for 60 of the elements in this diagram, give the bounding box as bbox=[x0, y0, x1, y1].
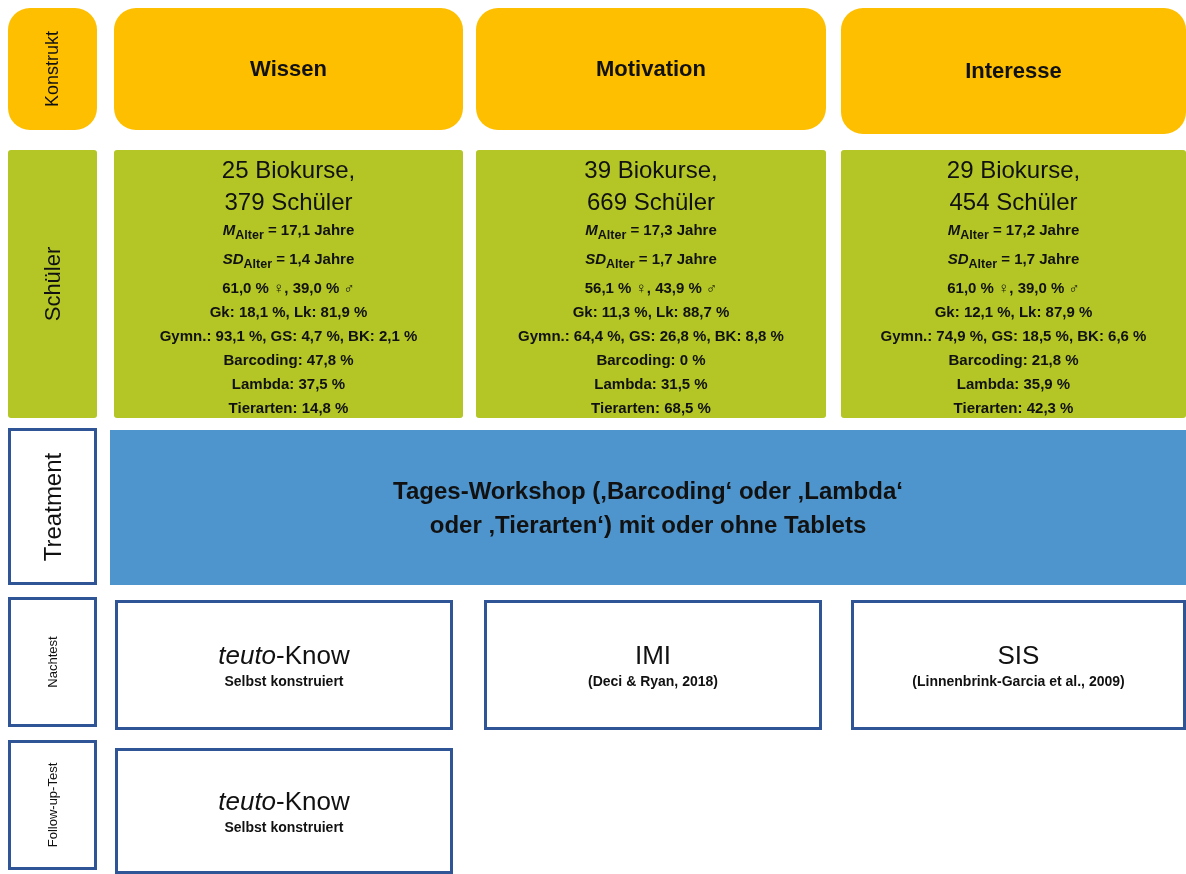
construct-label: Interesse bbox=[965, 58, 1062, 84]
statistic-text: 61,0 % ♀, 39,0 % ♂ bbox=[222, 278, 355, 298]
statistic-text: Lambda: 37,5 % bbox=[231, 374, 346, 394]
test-box bbox=[851, 600, 1186, 730]
statistic-text: Barcoding: 0 % bbox=[596, 350, 706, 370]
statistic-text: Gymn.: 64,4 %, GS: 26,8 %, BK: 8,8 % bbox=[518, 326, 784, 346]
test-box bbox=[115, 748, 453, 874]
statistic-text: M$_{Alter}$ = 17,2 Jahre bbox=[947, 220, 1080, 244]
treatment-text: Tages-Workshop (‚Barcoding‘ oder ‚Lambda‘ oder ‚Tierarten‘) mit oder ohne Tablets bbox=[392, 475, 904, 540]
sample-box bbox=[114, 150, 463, 418]
statistic-text: Gymn.: 93,1 %, GS: 4,7 %, BK: 2,1 % bbox=[159, 326, 418, 346]
treatment-box bbox=[110, 430, 1186, 585]
construct-box bbox=[476, 8, 826, 130]
statistic-text: M$_{Alter}$ = 17,3 Jahre bbox=[585, 220, 717, 244]
statistic-text: 56,1 % ♀, 43,9 % ♂ bbox=[584, 278, 718, 298]
test-box bbox=[115, 600, 453, 730]
statistic-text: M$_{Alter}$ = 17,1 Jahre bbox=[222, 220, 355, 244]
row-label-text: Schüler bbox=[40, 246, 65, 322]
statistic-text: SD$_{Alter}$ = 1,4 Jahre bbox=[222, 249, 355, 273]
sample-box bbox=[841, 150, 1186, 418]
row-label bbox=[8, 428, 97, 585]
row-label bbox=[8, 740, 97, 870]
test-name: teuto-Know bbox=[218, 785, 350, 817]
row-label-text: Follow-up-Test bbox=[45, 761, 60, 850]
statistic-text: Gk: 12,1 %, Lk: 87,9 % bbox=[934, 302, 1093, 322]
statistic-text: Gymn.: 74,9 %, GS: 18,5 %, BK: 6,6 % bbox=[880, 326, 1147, 346]
statistic-text: Tierarten: 42,3 % bbox=[953, 398, 1074, 418]
test-source: (Deci & Ryan, 2018) bbox=[588, 672, 718, 691]
test-name: teuto-Know bbox=[218, 639, 350, 671]
row-label bbox=[8, 597, 97, 727]
row-label-text: Konstrukt bbox=[42, 31, 63, 107]
statistic-text: SD$_{Alter}$ = 1,7 Jahre bbox=[585, 249, 717, 273]
construct-label: Wissen bbox=[250, 56, 327, 82]
test-source: Selbst konstruiert bbox=[224, 818, 344, 837]
test-box bbox=[484, 600, 822, 730]
sample-box bbox=[476, 150, 826, 418]
construct-label: Motivation bbox=[596, 56, 706, 82]
construct-box bbox=[114, 8, 463, 130]
statistic-text: Lambda: 35,9 % bbox=[956, 374, 1071, 394]
row-label bbox=[8, 150, 97, 418]
test-name: IMI bbox=[634, 639, 672, 671]
statistic-text: Lambda: 31,5 % bbox=[594, 374, 708, 394]
test-source: (Linnenbrink-Garcia et al., 2009) bbox=[912, 672, 1125, 691]
test-source: Selbst konstruiert bbox=[224, 672, 344, 691]
row-label-text: Nachtest bbox=[45, 635, 60, 690]
test-name: SIS bbox=[997, 639, 1040, 671]
row-label-text: Treatment bbox=[39, 452, 66, 561]
sample-size-text: 39 Biokurse, 669 Schüler bbox=[583, 155, 719, 217]
statistic-text: SD$_{Alter}$ = 1,7 Jahre bbox=[947, 249, 1080, 273]
statistic-text: Gk: 18,1 %, Lk: 81,9 % bbox=[209, 302, 368, 322]
statistic-text: Tierarten: 14,8 % bbox=[228, 398, 349, 418]
statistic-text: Gk: 11,3 %, Lk: 88,7 % bbox=[572, 302, 730, 322]
sample-size-text: 29 Biokurse, 454 Schüler bbox=[945, 155, 1082, 217]
sample-size-text: 25 Biokurse, 379 Schüler bbox=[220, 155, 357, 217]
construct-box bbox=[841, 8, 1186, 134]
statistic-text: 61,0 % ♀, 39,0 % ♂ bbox=[947, 278, 1080, 298]
row-label bbox=[8, 8, 97, 130]
statistic-text: Barcoding: 47,8 % bbox=[223, 350, 354, 370]
statistic-text: Tierarten: 68,5 % bbox=[591, 398, 711, 418]
statistic-text: Barcoding: 21,8 % bbox=[948, 350, 1079, 370]
